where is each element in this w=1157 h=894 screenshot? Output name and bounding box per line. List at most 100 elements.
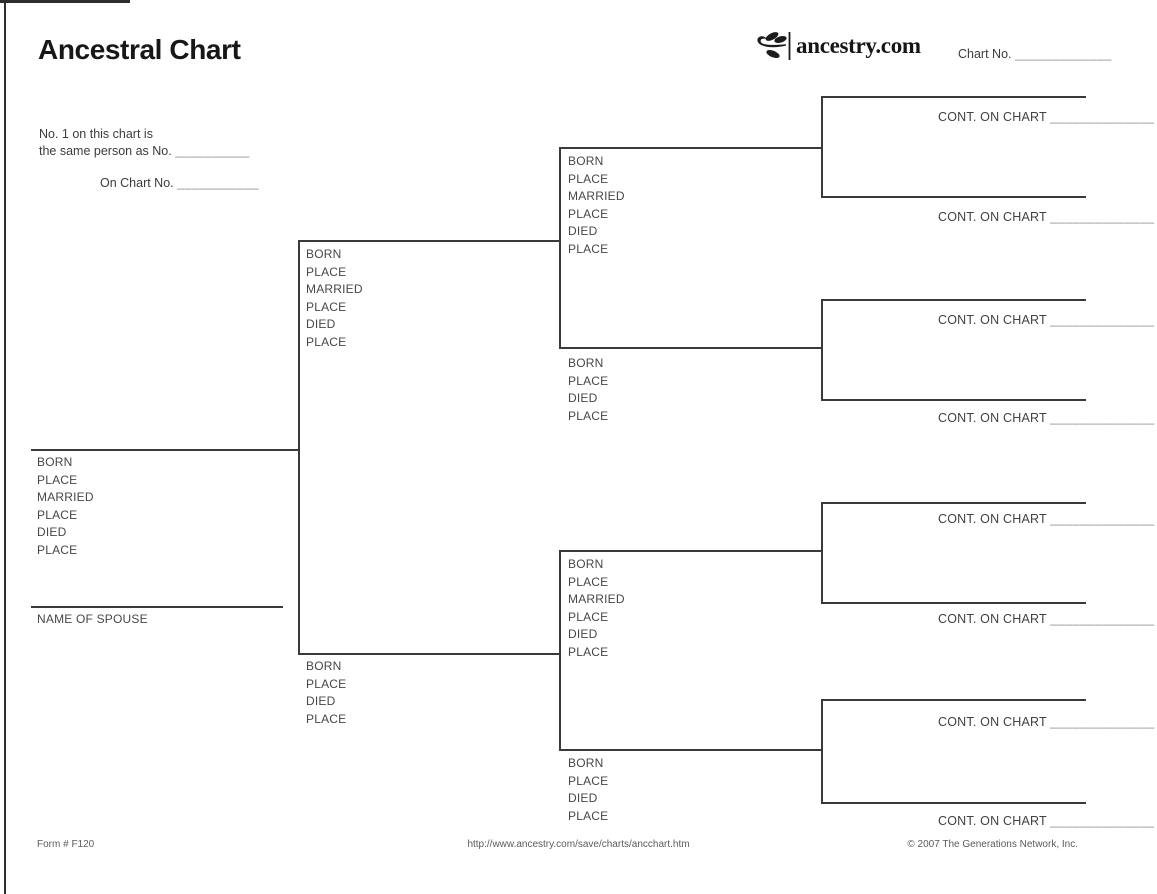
page-title: Ancestral Chart — [38, 34, 241, 65]
gen2-connector — [298, 240, 300, 655]
cont-on-chart-label: CONT. ON CHART — [938, 110, 1047, 124]
place-label: PLACE — [568, 241, 609, 256]
great-grandparent-4-name-line — [822, 399, 1086, 401]
born-label: BORN — [37, 455, 73, 469]
died-label: DIED — [568, 224, 598, 238]
paternal-grandmother-name-line — [560, 347, 823, 349]
cont-on-chart-2: CONT. ON CHART ______________ — [938, 210, 1155, 224]
gen4-connector-2 — [821, 299, 823, 401]
place-label: PLACE — [306, 299, 347, 314]
place-label: PLACE — [568, 644, 609, 659]
died-label: DIED — [568, 391, 598, 405]
born-label: BORN — [568, 356, 604, 370]
paternal-grandfather-fields: BORN PLACE MARRIED PLACE DIED PLACE — [568, 153, 625, 258]
place-label: PLACE — [568, 171, 609, 186]
died-label: DIED — [568, 791, 598, 805]
gen4-connector-1 — [821, 96, 823, 198]
ancestry-leaf-icon — [752, 29, 794, 63]
gen3-bottom-connector — [559, 550, 561, 751]
cont-on-chart-4: CONT. ON CHART ______________ — [938, 411, 1155, 425]
ancestry-logo-text: ancestry.com — [796, 33, 921, 58]
place-label: PLACE — [568, 773, 609, 788]
spouse-name-line — [31, 606, 283, 608]
died-label: DIED — [306, 694, 336, 708]
cont-on-chart-label: CONT. ON CHART — [938, 411, 1047, 425]
intro-line2: the same person as No. __________ — [39, 143, 250, 160]
married-label: MARRIED — [306, 282, 363, 296]
page-left-border — [4, 0, 6, 894]
place-label: PLACE — [306, 676, 347, 691]
born-label: BORN — [568, 756, 604, 770]
maternal-grandfather-name-line — [560, 550, 823, 552]
chart-no-label: Chart No. — [958, 47, 1012, 61]
place-label: PLACE — [306, 264, 347, 279]
mother-fields: BORN PLACE DIED PLACE — [306, 658, 346, 728]
cont-on-chart-8: CONT. ON CHART ______________ — [938, 814, 1155, 828]
born-label: BORN — [568, 154, 604, 168]
maternal-grandmother-fields: BORN PLACE DIED PLACE — [568, 755, 608, 825]
cont-on-chart-blank: ______________ — [1050, 210, 1155, 224]
person1-name-line — [31, 449, 299, 451]
great-grandparent-6-name-line — [822, 602, 1086, 604]
place-label: PLACE — [568, 574, 609, 589]
footer-url: http://www.ancestry.com/save/charts/ancc… — [467, 839, 690, 850]
died-label: DIED — [568, 627, 598, 641]
paternal-grandmother-fields: BORN PLACE DIED PLACE — [568, 355, 608, 425]
cont-on-chart-blank: ______________ — [1050, 110, 1155, 124]
maternal-grandfather-fields: BORN PLACE MARRIED PLACE DIED PLACE — [568, 556, 625, 661]
on-chart-no-field: On Chart No. ___________ — [100, 176, 259, 190]
great-grandparent-5-name-line — [822, 502, 1086, 504]
gen3-top-connector — [559, 147, 561, 349]
cont-on-chart-5: CONT. ON CHART ______________ — [938, 512, 1155, 526]
chart-reference-note: No. 1 on this chart is the same person a… — [39, 126, 250, 160]
person1-fields: BORN PLACE MARRIED PLACE DIED PLACE — [37, 454, 94, 559]
cont-on-chart-blank: ______________ — [1050, 715, 1155, 729]
name-of-spouse-label: NAME OF SPOUSE — [37, 612, 148, 626]
married-label: MARRIED — [568, 189, 625, 203]
cont-on-chart-label: CONT. ON CHART — [938, 313, 1047, 327]
great-grandparent-2-name-line — [822, 196, 1086, 198]
died-label: DIED — [306, 317, 336, 331]
great-grandparent-1-name-line — [822, 96, 1086, 98]
place-label: PLACE — [568, 808, 609, 823]
place-label: PLACE — [37, 472, 78, 487]
cont-on-chart-label: CONT. ON CHART — [938, 210, 1047, 224]
intro-line1: No. 1 on this chart is — [39, 127, 153, 141]
cont-on-chart-blank: ______________ — [1050, 411, 1155, 425]
cont-on-chart-3: CONT. ON CHART ______________ — [938, 313, 1155, 327]
place-label: PLACE — [568, 373, 609, 388]
cont-on-chart-blank: ______________ — [1050, 512, 1155, 526]
place-label: PLACE — [568, 408, 609, 423]
father-fields: BORN PLACE MARRIED PLACE DIED PLACE — [306, 246, 363, 351]
cont-on-chart-label: CONT. ON CHART — [938, 612, 1047, 626]
cont-on-chart-blank: ______________ — [1050, 313, 1155, 327]
cont-on-chart-label: CONT. ON CHART — [938, 814, 1047, 828]
died-label: DIED — [37, 525, 67, 539]
cont-on-chart-7: CONT. ON CHART ______________ — [938, 715, 1155, 729]
spouse-label-block: NAME OF SPOUSE — [37, 611, 148, 629]
cont-on-chart-6: CONT. ON CHART ______________ — [938, 612, 1155, 626]
place-label: PLACE — [306, 711, 347, 726]
born-label: BORN — [306, 247, 342, 261]
cont-on-chart-blank: ______________ — [1050, 612, 1155, 626]
place-label: PLACE — [568, 206, 609, 221]
great-grandparent-3-name-line — [822, 299, 1086, 301]
ancestry-logo: ancestry.com — [752, 29, 921, 63]
same-person-no-blank: __________ — [175, 144, 250, 158]
maternal-grandmother-name-line — [560, 749, 823, 751]
gen4-connector-4 — [821, 699, 823, 804]
great-grandparent-8-name-line — [822, 802, 1086, 804]
cont-on-chart-1: CONT. ON CHART ______________ — [938, 110, 1155, 124]
place-label: PLACE — [37, 542, 78, 557]
cont-on-chart-label: CONT. ON CHART — [938, 715, 1047, 729]
intro-line2-label: the same person as No. — [39, 144, 172, 158]
place-label: PLACE — [37, 507, 78, 522]
place-label: PLACE — [568, 609, 609, 624]
on-chart-no-blank: ___________ — [177, 176, 260, 190]
place-label: PLACE — [306, 334, 347, 349]
cont-on-chart-label: CONT. ON CHART — [938, 512, 1047, 526]
great-grandparent-7-name-line — [822, 699, 1086, 701]
born-label: BORN — [568, 557, 604, 571]
married-label: MARRIED — [568, 592, 625, 606]
